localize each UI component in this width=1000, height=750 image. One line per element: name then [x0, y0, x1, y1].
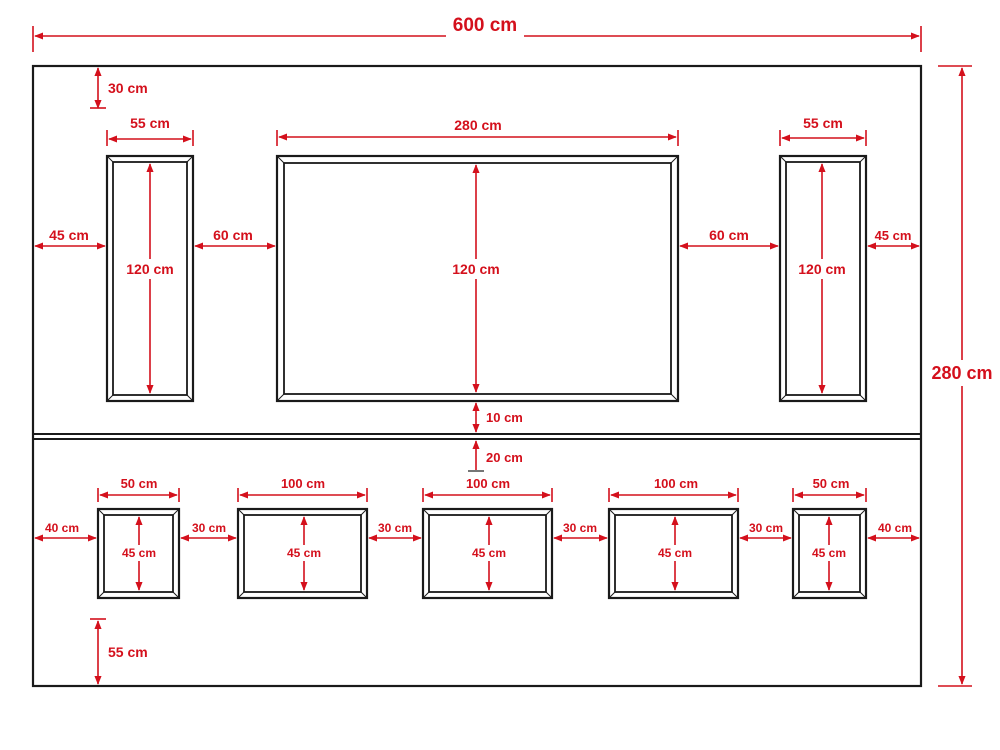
gap-to-divider-label: 10 cm	[486, 410, 523, 425]
lower-panel-2-width: 100 cm	[281, 476, 325, 491]
upper-right-spacing-label: 60 cm	[709, 227, 749, 243]
upper-left-side-gap-label: 45 cm	[49, 227, 89, 243]
lower-left-margin-label: 40 cm	[45, 521, 79, 535]
lower-panel-2-height: 45 cm	[287, 546, 321, 560]
lower-spacing-1-label: 30 cm	[192, 521, 226, 535]
lower-panel-1: 45 cm	[96, 507, 181, 600]
overall-height-label: 280 cm	[931, 363, 992, 383]
bottom-gap-dimension: 55 cm	[90, 618, 148, 685]
upper-right-panel-height: 120 cm	[798, 261, 845, 277]
lower-panel-3: 45 cm	[421, 507, 554, 600]
upper-right-panel: 120 cm	[778, 154, 868, 403]
overall-width-dimension: 600 cm	[32, 14, 922, 52]
lower-spacing-3-dimension: 30 cm	[553, 521, 608, 542]
upper-left-panel: 120 cm	[105, 154, 195, 403]
lower-right-margin-label: 40 cm	[878, 521, 912, 535]
divider-gap-dimension: 20 cm	[468, 440, 523, 472]
top-gap-label: 30 cm	[108, 80, 148, 96]
upper-left-side-gap-dimension: 45 cm	[34, 227, 106, 250]
lower-panel-1-height: 45 cm	[122, 546, 156, 560]
upper-right-spacing-dimension: 60 cm	[679, 227, 779, 250]
lower-panel-5: 45 cm	[791, 507, 868, 600]
upper-left-spacing-label: 60 cm	[213, 227, 253, 243]
divider-rail	[33, 433, 921, 440]
upper-left-panel-width-dimension: 55 cm	[106, 115, 194, 146]
lower-spacing-2-dimension: 30 cm	[368, 521, 422, 542]
gap-to-divider-dimension: 10 cm	[472, 402, 523, 433]
lower-panel-4-width: 100 cm	[654, 476, 698, 491]
lower-panel-5-height: 45 cm	[812, 546, 846, 560]
divider-gap-label: 20 cm	[486, 450, 523, 465]
upper-center-panel: 120 cm	[275, 154, 680, 403]
upper-center-panel-width: 280 cm	[454, 117, 501, 133]
overall-width-label: 600 cm	[453, 15, 517, 36]
lower-spacing-2-label: 30 cm	[378, 521, 412, 535]
lower-panel-4-height: 45 cm	[658, 546, 692, 560]
upper-right-panel-width: 55 cm	[803, 115, 843, 131]
bottom-gap-label: 55 cm	[108, 644, 148, 660]
lower-panel-4-width-dimension: 100 cm	[608, 476, 739, 502]
upper-left-panel-width: 55 cm	[130, 115, 170, 131]
lower-spacing-4-label: 30 cm	[749, 521, 783, 535]
lower-right-margin-dimension: 40 cm	[867, 521, 920, 542]
lower-panel-5-width-dimension: 50 cm	[792, 476, 867, 502]
upper-center-panel-height: 120 cm	[452, 261, 499, 277]
lower-spacing-3-label: 30 cm	[563, 521, 597, 535]
lower-panel-5-width: 50 cm	[813, 476, 850, 491]
lower-spacing-4-dimension: 30 cm	[739, 521, 792, 542]
lower-panel-2: 45 cm	[236, 507, 369, 600]
lower-spacing-1-dimension: 30 cm	[180, 521, 237, 542]
lower-panel-2-width-dimension: 100 cm	[237, 476, 368, 502]
upper-right-side-gap-dimension: 45 cm	[867, 228, 920, 250]
upper-right-panel-width-dimension: 55 cm	[779, 115, 867, 146]
upper-center-panel-width-dimension: 280 cm	[276, 117, 679, 146]
lower-panel-1-width: 50 cm	[121, 476, 158, 491]
lower-panel-3-width: 100 cm	[466, 476, 510, 491]
upper-right-side-gap-label: 45 cm	[875, 228, 912, 243]
lower-panel-4: 45 cm	[607, 507, 740, 600]
upper-left-panel-height: 120 cm	[126, 261, 173, 277]
upper-left-spacing-dimension: 60 cm	[194, 227, 276, 250]
overall-height-dimension: 280 cm	[928, 65, 998, 687]
lower-panel-1-width-dimension: 50 cm	[97, 476, 180, 502]
top-gap-dimension: 30 cm	[90, 67, 148, 109]
lower-panel-3-height: 45 cm	[472, 546, 506, 560]
lower-left-margin-dimension: 40 cm	[34, 521, 97, 542]
lower-panel-3-width-dimension: 100 cm	[422, 476, 553, 502]
